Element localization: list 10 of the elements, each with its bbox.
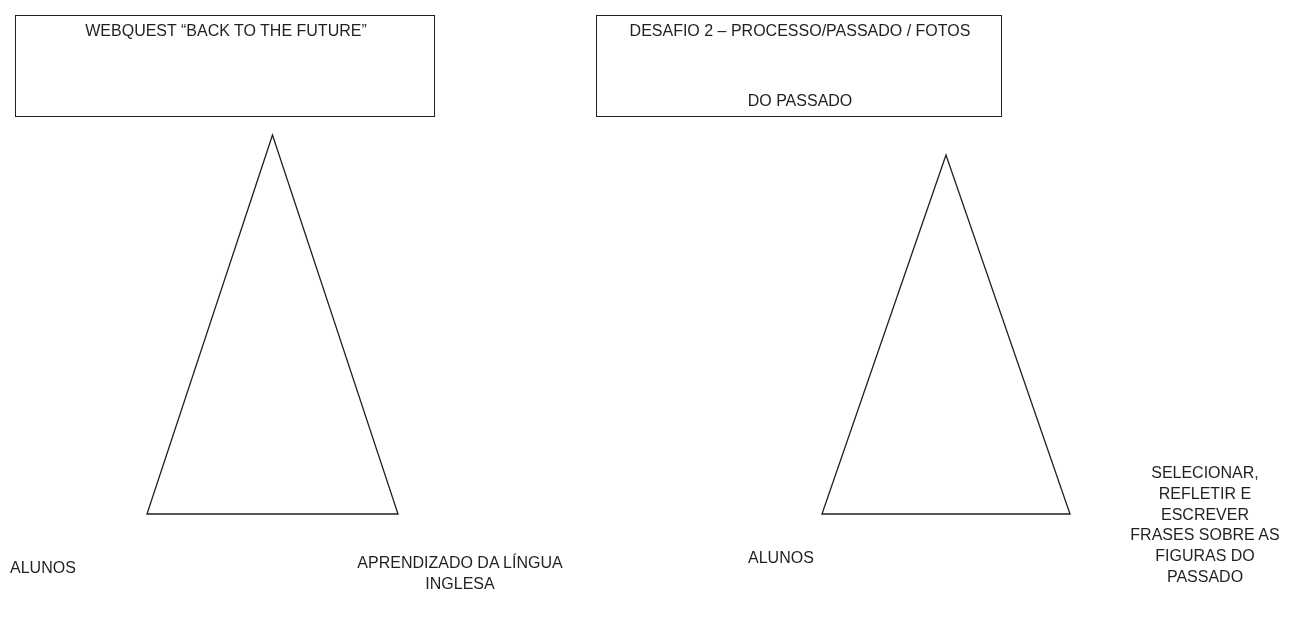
vertex-label: ALUNOS [10, 558, 77, 578]
box-title: DESAFIO 2 – PROCESSO/PASSADO / FOTOS DO PASSADO [628, 21, 972, 111]
title-box [596, 15, 1002, 117]
vertex-label: ALUNOS [748, 548, 815, 568]
box-title: WEBQUEST “BACK TO THE FUTURE” [84, 21, 368, 41]
triangle-shape [147, 135, 398, 514]
title-box [15, 15, 435, 117]
vertex-label: SELECIONAR, REFLETIR E ESCREVER FRASES SOBRE AS FIGURAS DO PASSADO [1129, 463, 1281, 587]
vertex-label: APRENDIZADO DA LÍNGUA INGLESA [356, 553, 564, 594]
triangle-shape [822, 155, 1070, 514]
